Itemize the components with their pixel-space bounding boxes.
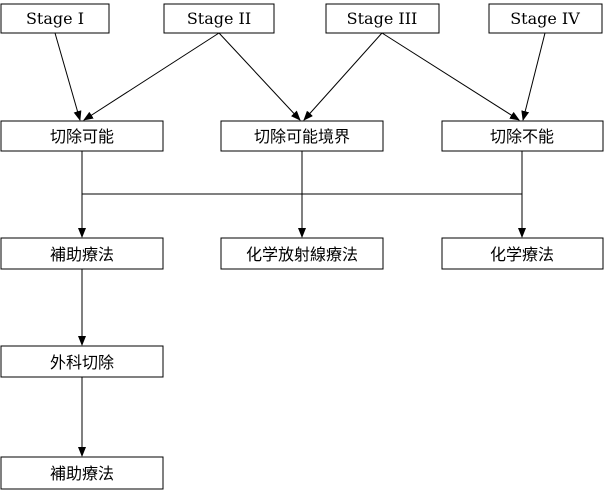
adjuvant-therapy-box-2: 補助療法 <box>0 456 164 490</box>
stage-4-label: Stage IV <box>510 9 580 28</box>
stage-1-label: Stage I <box>26 9 84 28</box>
stage-2-label: Stage II <box>187 9 251 28</box>
stage-4-box: Stage IV <box>488 3 603 34</box>
edge-stage2-borderline <box>218 32 301 121</box>
adjuvant-therapy-box-1: 補助療法 <box>0 237 164 270</box>
borderline-resectable-label: 切除可能境界 <box>254 127 350 146</box>
stage-2-box: Stage II <box>163 3 275 34</box>
unresectable-label: 切除不能 <box>490 127 554 146</box>
resectable-label: 切除可能 <box>50 127 114 146</box>
unresectable-box: 切除不能 <box>441 120 604 152</box>
stage-3-box: Stage III <box>325 3 440 34</box>
edge-stage2-resectable <box>83 32 220 121</box>
surgical-resection-box: 外科切除 <box>0 345 164 378</box>
chemotherapy-label: 化学療法 <box>490 245 554 264</box>
edges <box>54 32 546 457</box>
surgical-resection-label: 外科切除 <box>50 353 114 372</box>
edge-stage1-resectable <box>54 32 82 121</box>
chemoradiation-label: 化学放射線療法 <box>246 245 358 264</box>
adjuvant-therapy-label-2: 補助療法 <box>50 464 114 483</box>
chemoradiation-box: 化学放射線療法 <box>220 237 384 270</box>
edge-stage4-unresectable <box>521 32 546 121</box>
borderline-resectable-box: 切除可能境界 <box>220 120 384 152</box>
stage-3-label: Stage III <box>347 9 418 28</box>
adjuvant-therapy-label-1: 補助療法 <box>50 245 114 264</box>
edge-stage3-unresectable <box>381 32 520 121</box>
resectable-box: 切除可能 <box>0 120 164 152</box>
edge-stage3-borderline <box>303 32 383 121</box>
stage-1-box: Stage I <box>0 3 110 34</box>
chemotherapy-box: 化学療法 <box>441 237 604 270</box>
